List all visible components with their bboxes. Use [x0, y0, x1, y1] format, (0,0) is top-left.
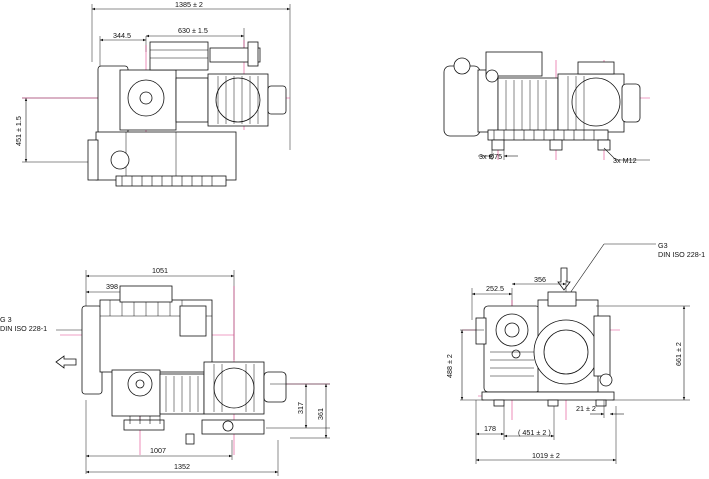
dim-label-1019: 1019 ± 2 [532, 451, 560, 460]
dim-label-356: 356 [534, 275, 546, 284]
dim-label-661: 661 ± 2 [674, 342, 683, 366]
port-label-g3-left: G 3 [0, 315, 12, 324]
dim-label-451-paren: ( 451 ± 2 ) [518, 428, 551, 437]
port-label-iso-left: DIN ISO 228-1 [0, 324, 47, 333]
flow-arrow-icon [55, 355, 77, 369]
port-label-g3-right: G3 [658, 241, 668, 250]
pump-body-top-left [87, 41, 287, 187]
dim-label-398: 398 [106, 282, 118, 291]
dim-label-451: 451 ± 1.5 [14, 116, 23, 146]
dim-label-d75: 3x Ø75 [479, 152, 502, 161]
dim-label-630: 630 ± 1.5 [178, 26, 208, 35]
pump-body-top-right [443, 51, 641, 151]
view-top-left: 1385 ± 2 344.5 630 ± 1.5 451 ± 1.5 [14, 0, 291, 187]
dim-label-1051: 1051 [152, 266, 168, 275]
pump-body-bottom-left [81, 285, 287, 445]
view-top-right: 3x Ø75 3x M12 [443, 51, 650, 165]
view-bottom-right: G3 DIN ISO 228-1 252.5 356 [445, 241, 705, 464]
dim-label-178: 178 [484, 424, 496, 433]
view-bottom-left: 1051 398 G 3 DIN ISO 228-1 [0, 266, 330, 476]
pump-body-bottom-right [475, 291, 615, 407]
dim-label-m12: 3x M12 [613, 156, 637, 165]
dim-label-1352: 1352 [174, 462, 190, 471]
dim-label-317: 317 [296, 402, 305, 414]
dim-label-361: 361 [316, 408, 325, 420]
inflow-arrow-icon [557, 267, 571, 291]
dim-label-overall: 1385 ± 2 [175, 0, 203, 9]
dim-label-1007: 1007 [150, 446, 166, 455]
dim-label-21: 21 ± 2 [576, 404, 596, 413]
dim-label-488: 488 ± 2 [445, 354, 454, 378]
port-label-iso-right: DIN ISO 228-1 [658, 250, 705, 259]
dim-label-344: 344.5 [113, 31, 131, 40]
dim-label-252: 252.5 [486, 284, 504, 293]
